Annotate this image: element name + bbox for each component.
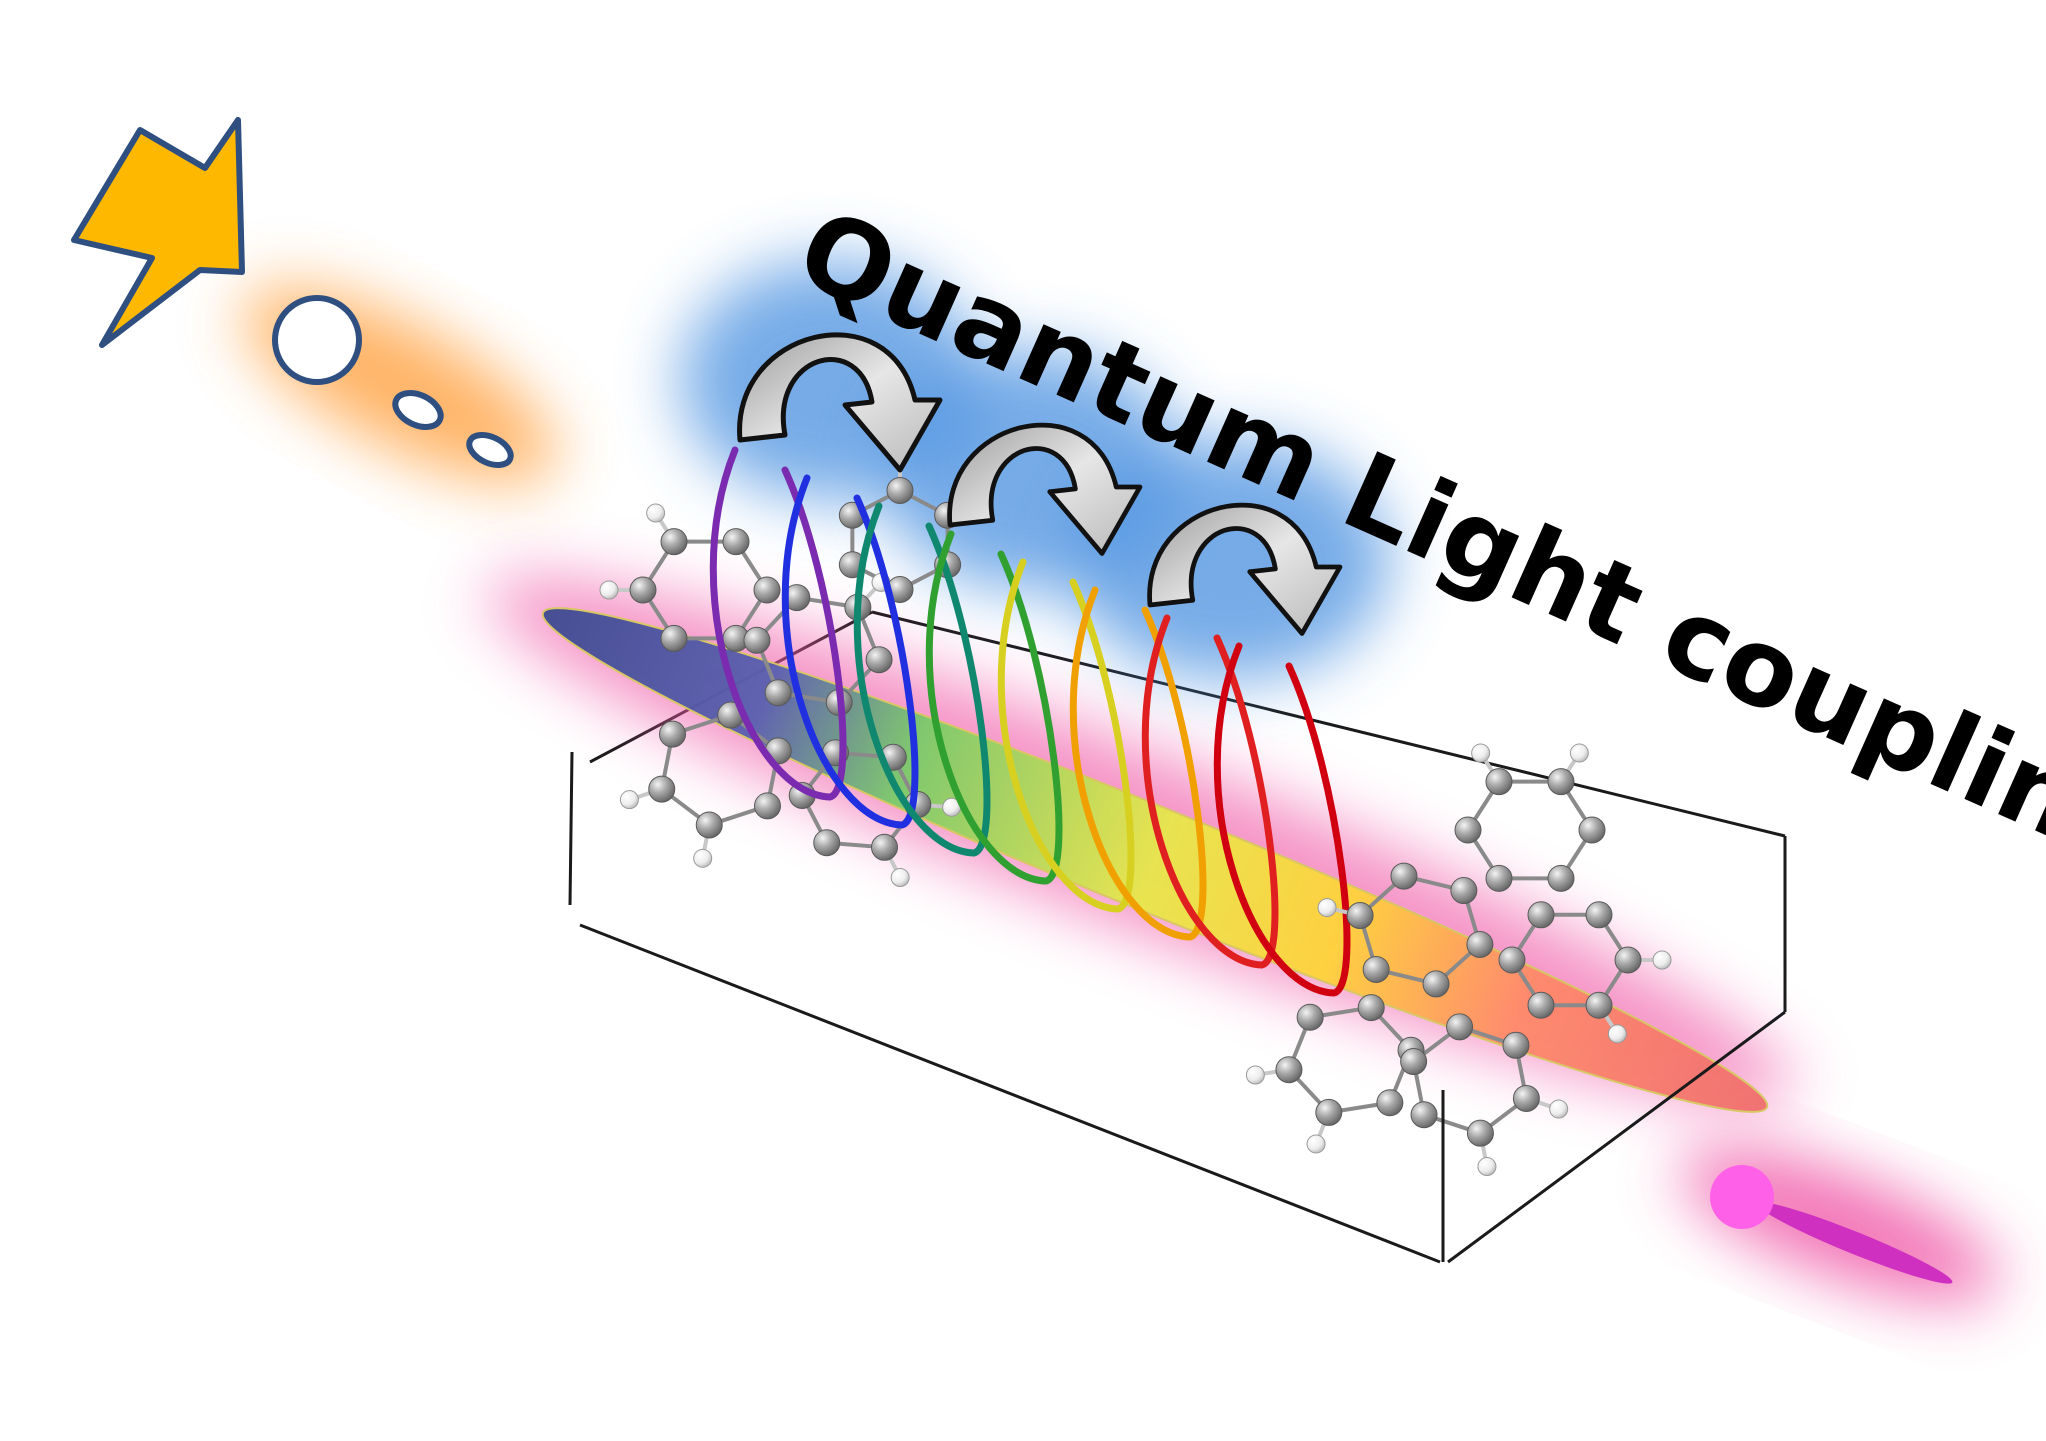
hydrogen-atom (1549, 1099, 1569, 1119)
hydrogen-atom (1306, 1134, 1326, 1154)
hydrogen-atom (890, 867, 910, 887)
rainbow-wave-loops (709, 446, 1351, 997)
curved-hop-arrow-icon (947, 422, 1143, 556)
carbon-atom (1410, 1101, 1438, 1129)
carbon-atom (1390, 862, 1418, 890)
carbon-atom (871, 833, 899, 861)
photon-stream (272, 295, 514, 469)
carbon-atom (695, 811, 723, 839)
hydrogen-atom (599, 580, 619, 600)
carbon-atom (1466, 1119, 1494, 1147)
carbon-atom (1547, 864, 1575, 892)
output-photon-dot (1710, 1165, 1774, 1229)
carbon-atom (1512, 1084, 1540, 1112)
carbon-atom (1585, 901, 1613, 929)
slab-right-bottom (1447, 1010, 1786, 1264)
substrate-slab-front (568, 751, 1787, 1264)
carbon-atom (1498, 946, 1526, 974)
carbon-atom (1614, 946, 1642, 974)
carbon-atom (813, 829, 841, 857)
carbon-atom (1454, 816, 1482, 844)
carbon-atom (659, 720, 687, 748)
carbon-atom (1315, 1098, 1343, 1126)
carbon-atom (1450, 877, 1478, 905)
hop-arrows (737, 332, 1343, 636)
hydrogen-atom (1607, 1024, 1627, 1044)
hydrogen-atom (1245, 1065, 1265, 1085)
hydrogen-atom (693, 848, 713, 868)
curved-hop-arrow-icon (737, 332, 943, 473)
beam-glow-exit (1680, 1148, 2000, 1302)
carbon-atom (1585, 991, 1613, 1019)
carbon-atom (1275, 1056, 1303, 1084)
carbon-atom (1357, 994, 1385, 1022)
carbon-atom (1346, 902, 1374, 930)
carbon-atom (1422, 970, 1450, 998)
hydrogen-atom (1569, 743, 1589, 763)
slab-front-left-vertical (568, 751, 574, 906)
carbon-atom (743, 626, 771, 654)
slab-front-bottom (579, 923, 1441, 1264)
hydrogen-atom (1471, 743, 1491, 763)
carbon-atom (1578, 816, 1606, 844)
photon-bubble-icon (392, 390, 444, 430)
wave-loop (709, 446, 847, 801)
carbon-atom (865, 646, 893, 674)
photon-bubble-icon (272, 295, 362, 385)
slab-back-edge-top (871, 610, 1786, 838)
hydrogen-atom (1317, 898, 1337, 918)
carbon-atom (1485, 768, 1513, 796)
carbon-atom (1527, 991, 1555, 1019)
carbon-atom (722, 528, 750, 556)
hydrogen-atom (1652, 950, 1672, 970)
carbon-atom (1527, 901, 1555, 929)
light-source (71, 117, 245, 348)
lightning-bolt-icon (71, 117, 245, 348)
carbon-atom (1485, 864, 1513, 892)
carbon-atom (660, 528, 688, 556)
carbon-atom (1466, 930, 1494, 958)
photon-bubble-icon (466, 431, 514, 469)
carbon-atom (1376, 1089, 1404, 1117)
carbon-atom (1502, 1031, 1530, 1059)
carbon-atom (1362, 955, 1390, 983)
carbon-atom (660, 624, 688, 652)
molecule-right (1245, 743, 1672, 1177)
output-photon (1710, 1165, 1953, 1284)
photon-glow (242, 287, 558, 483)
wave-loop (1213, 642, 1351, 997)
wave-loop (925, 530, 1063, 885)
curved-hop-arrow-icon (1147, 502, 1343, 636)
carbon-atom (1296, 1003, 1324, 1031)
carbon-atom (753, 576, 781, 604)
wave-loop (781, 474, 919, 829)
carbon-atom (886, 477, 914, 504)
carbon-atom (753, 792, 781, 820)
carbon-atom (1400, 1048, 1428, 1076)
hydrogen-atom (1477, 1157, 1497, 1177)
wave-loop (853, 502, 991, 857)
carbon-atom (764, 679, 792, 707)
wave-loop (1069, 586, 1207, 941)
hydrogen-atom (646, 503, 666, 523)
carbon-atom (1446, 1013, 1474, 1041)
carbon-atom (629, 576, 657, 604)
wave-loop (1141, 614, 1279, 969)
carbon-atom (1547, 768, 1575, 796)
hydrogen-atom (619, 790, 639, 810)
carbon-atom (648, 775, 676, 803)
output-photon-tail (1757, 1202, 1953, 1284)
wave-loop (997, 558, 1135, 913)
